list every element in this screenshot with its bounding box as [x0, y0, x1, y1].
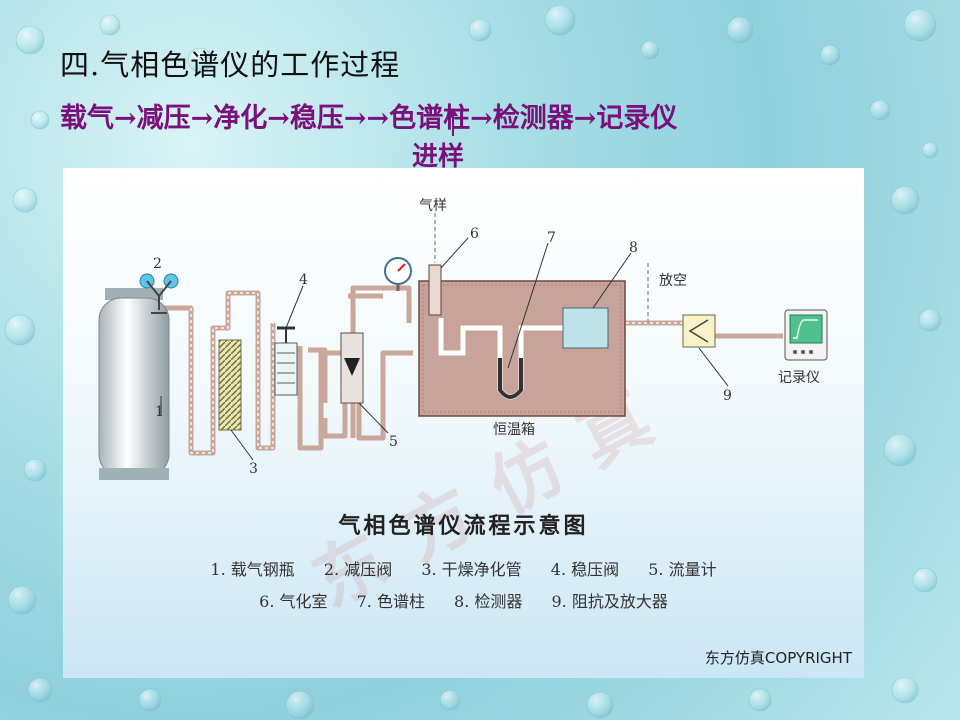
legend-row-1: 1. 载气钢瓶 2. 减压阀 3. 干燥净化管 4. 稳压阀 5. 流量计	[63, 556, 864, 580]
drying-purification-tube	[218, 339, 242, 431]
label-1: 1	[155, 404, 164, 420]
legend-item: 4. 稳压阀	[550, 560, 620, 579]
flow-step-decompress: 减压	[136, 103, 191, 134]
flow-arrow: →	[114, 103, 137, 134]
legend-item: 6. 气化室	[259, 592, 328, 611]
flow-step-stabilize: 稳压	[289, 103, 344, 134]
flow-step-carrier-gas: 载气	[60, 103, 114, 134]
label-2: 2	[153, 256, 162, 272]
label-oven: 恒温箱	[493, 422, 535, 438]
flow-step-detector: 检测器	[492, 103, 574, 134]
vaporization-chamber	[428, 264, 442, 316]
legend-item: 3. 干燥净化管	[421, 560, 522, 579]
label-4: 4	[299, 272, 308, 288]
legend-row-2: 6. 气化室 7. 色谱柱 8. 检测器 9. 阻抗及放大器	[63, 588, 864, 612]
recorder-icon	[784, 309, 828, 361]
label-vent: 放空	[659, 273, 687, 289]
inject-up-arrow-icon	[448, 108, 458, 136]
legend-item: 2. 减压阀	[323, 560, 393, 579]
diagram-caption: 气相色谱仪流程示意图	[338, 514, 589, 539]
label-8: 8	[629, 240, 638, 256]
flow-arrow: →	[343, 103, 367, 134]
carrier-gas-cylinder	[98, 288, 170, 480]
flow-arrow: →	[366, 103, 390, 134]
pressure-stabilizing-valve	[274, 326, 298, 396]
label-5: 5	[389, 434, 398, 450]
label-3: 3	[249, 461, 258, 477]
impedance-amplifier	[682, 314, 716, 348]
flow-arrow: →	[573, 103, 597, 134]
legend-item: 7. 色谱柱	[356, 592, 425, 611]
flow-step-purify: 净化	[213, 103, 268, 134]
legend-item: 5. 流量计	[648, 560, 717, 579]
legend-item: 8. 检测器	[454, 592, 523, 611]
flowmeter	[340, 332, 364, 404]
detector	[562, 307, 609, 349]
flow-step-column: 色谱柱	[389, 103, 471, 134]
inject-label: 进样	[412, 142, 465, 172]
legend-item: 1. 载气钢瓶	[210, 560, 295, 579]
flow-arrow: →	[267, 103, 290, 134]
label-7: 7	[547, 230, 556, 246]
process-flow: 载气→减压→净化→稳压→→色谱柱→检测器→记录仪	[60, 96, 677, 135]
slide-title: 四.气相色谱仪的工作过程	[60, 48, 401, 82]
label-6: 6	[470, 226, 479, 242]
pressure-gauge-icon	[384, 257, 412, 291]
copyright-text: 东方仿真COPYRIGHT	[704, 649, 852, 667]
legend-item: 9. 阻抗及放大器	[551, 592, 668, 611]
flow-arrow: →	[470, 103, 493, 134]
label-recorder: 记录仪	[778, 370, 820, 386]
label-9: 9	[723, 388, 732, 404]
flow-arrow: →	[190, 103, 214, 134]
flow-step-recorder: 记录仪	[596, 103, 678, 134]
pressure-reducing-valve	[139, 273, 179, 314]
label-gas-sample: 气样	[419, 198, 447, 214]
gc-diagram-panel: 东方仿真	[63, 168, 864, 678]
gc-flow-diagram: 气样 放空 恒温箱 记录仪 1 2 3 4 5 6 7 8 9	[98, 198, 828, 480]
